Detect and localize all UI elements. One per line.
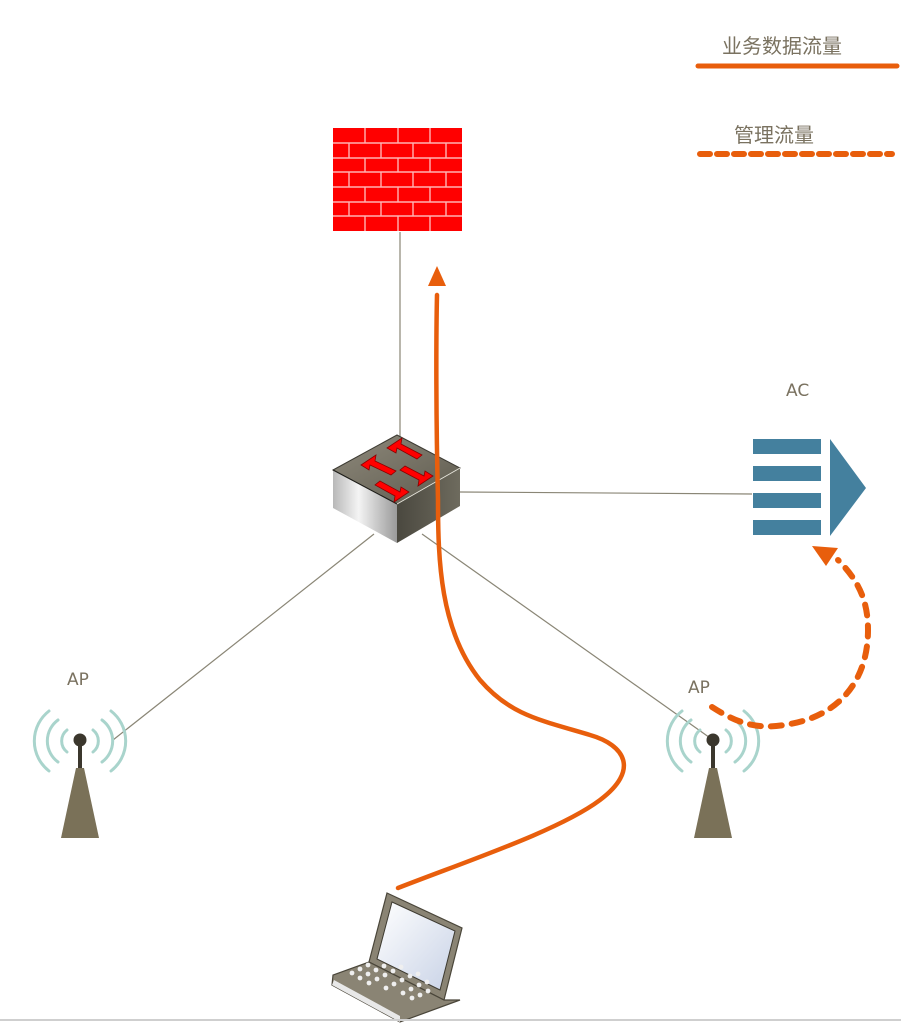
business-traffic-flow (395, 266, 626, 891)
firewall-icon[interactable] (333, 128, 462, 231)
switch-arrows (360, 437, 434, 503)
switch-icon[interactable] (331, 434, 462, 543)
links (112, 232, 753, 741)
link-switch-ap-left (112, 533, 375, 741)
wireless-ap-icon-left[interactable] (32, 709, 128, 838)
business-flow-arrowhead (428, 266, 446, 286)
ap-right-label: AP (688, 678, 710, 698)
wireless-ap-icon-right[interactable] (665, 709, 761, 838)
laptop-icon[interactable] (0, 892, 463, 1023)
link-switch-ap-right (421, 533, 714, 741)
bottom-divider (0, 1019, 901, 1021)
management-traffic-flow (709, 546, 872, 730)
legend (695, 63, 900, 157)
legend-business-traffic-label: 业务数据流量 (722, 34, 842, 58)
management-flow-arrowhead (812, 546, 838, 566)
ap-left-label: AP (67, 670, 89, 690)
ac-label: AC (786, 381, 810, 401)
access-controller-icon[interactable] (753, 439, 866, 536)
link-switch-ac (459, 491, 753, 495)
legend-management-traffic-label: 管理流量 (734, 123, 814, 147)
